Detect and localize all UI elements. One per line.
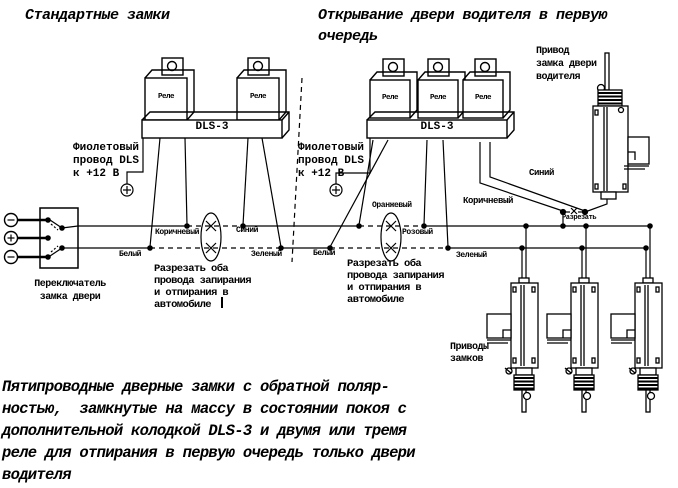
door-lock-switch [3,207,79,269]
relay-label: Реле [381,94,399,102]
section-divider [291,77,303,263]
relay-label: Реле [249,93,267,101]
wire-label-white: Белый [119,250,142,259]
wire-label-white: Белый [313,249,336,258]
title-standard-locks: Стандартные замки [25,7,170,24]
right-fan-wires [329,139,586,248]
wire-label-blue: Синий [236,226,259,235]
wire-label-brown: Коричневый [155,228,200,237]
wire-label-green: Зеленый [456,251,487,260]
switch-label: Переключатель замка двери [34,279,106,303]
junction-dots [147,223,653,251]
left-fan-wires [149,137,282,248]
cut-both-wires-note-left: Разрезать оба провода запирания и отпира… [154,263,252,311]
lock-actuators [486,226,663,413]
cut-here-label: Разрезать [562,214,597,222]
dls3-unit-right [366,58,515,139]
wire-label-pink: Розовый [402,228,433,237]
wire-label-blue: Синий [529,168,555,178]
title-driver-door-first: Открывание двери водителя в первую очере… [318,7,608,45]
bus-wires [78,225,650,249]
driver-door-actuator [592,52,650,200]
wire-label-green: Зеленый [251,250,282,259]
cut-ellipse-left [200,212,222,262]
violet-wire-left [120,138,144,197]
relay-label: Реле [474,94,492,102]
text-cursor [221,297,223,308]
cut-ellipse-right [380,212,402,262]
driver-actuator-label: Привод замка двери водителя [536,46,597,83]
violet-wire-note-left: Фиолетовый провод DLS к +12 В [73,142,140,180]
driver-actuator-wiring [559,199,608,226]
dls3-label: DLS-3 [420,121,454,133]
wire-label-orange: Оранжевый [372,201,412,210]
dls3-label: DLS-3 [195,121,229,133]
bottom-description: Пятипроводные дверные замки с обратной п… [2,378,416,484]
violet-wire-right [329,138,371,197]
wire-label-brown: Коричневый [463,196,514,206]
relay-label: Реле [429,94,447,102]
relay-label: Реле [157,93,175,101]
violet-wire-note-right: Фиолетовый провод DLS к +12 В [298,142,365,180]
lock-actuators-label: Приводы замков [450,342,489,365]
dls3-unit-left [141,57,290,139]
cut-both-wires-note-right: Разрезать оба провода запирания и отпира… [347,258,445,306]
